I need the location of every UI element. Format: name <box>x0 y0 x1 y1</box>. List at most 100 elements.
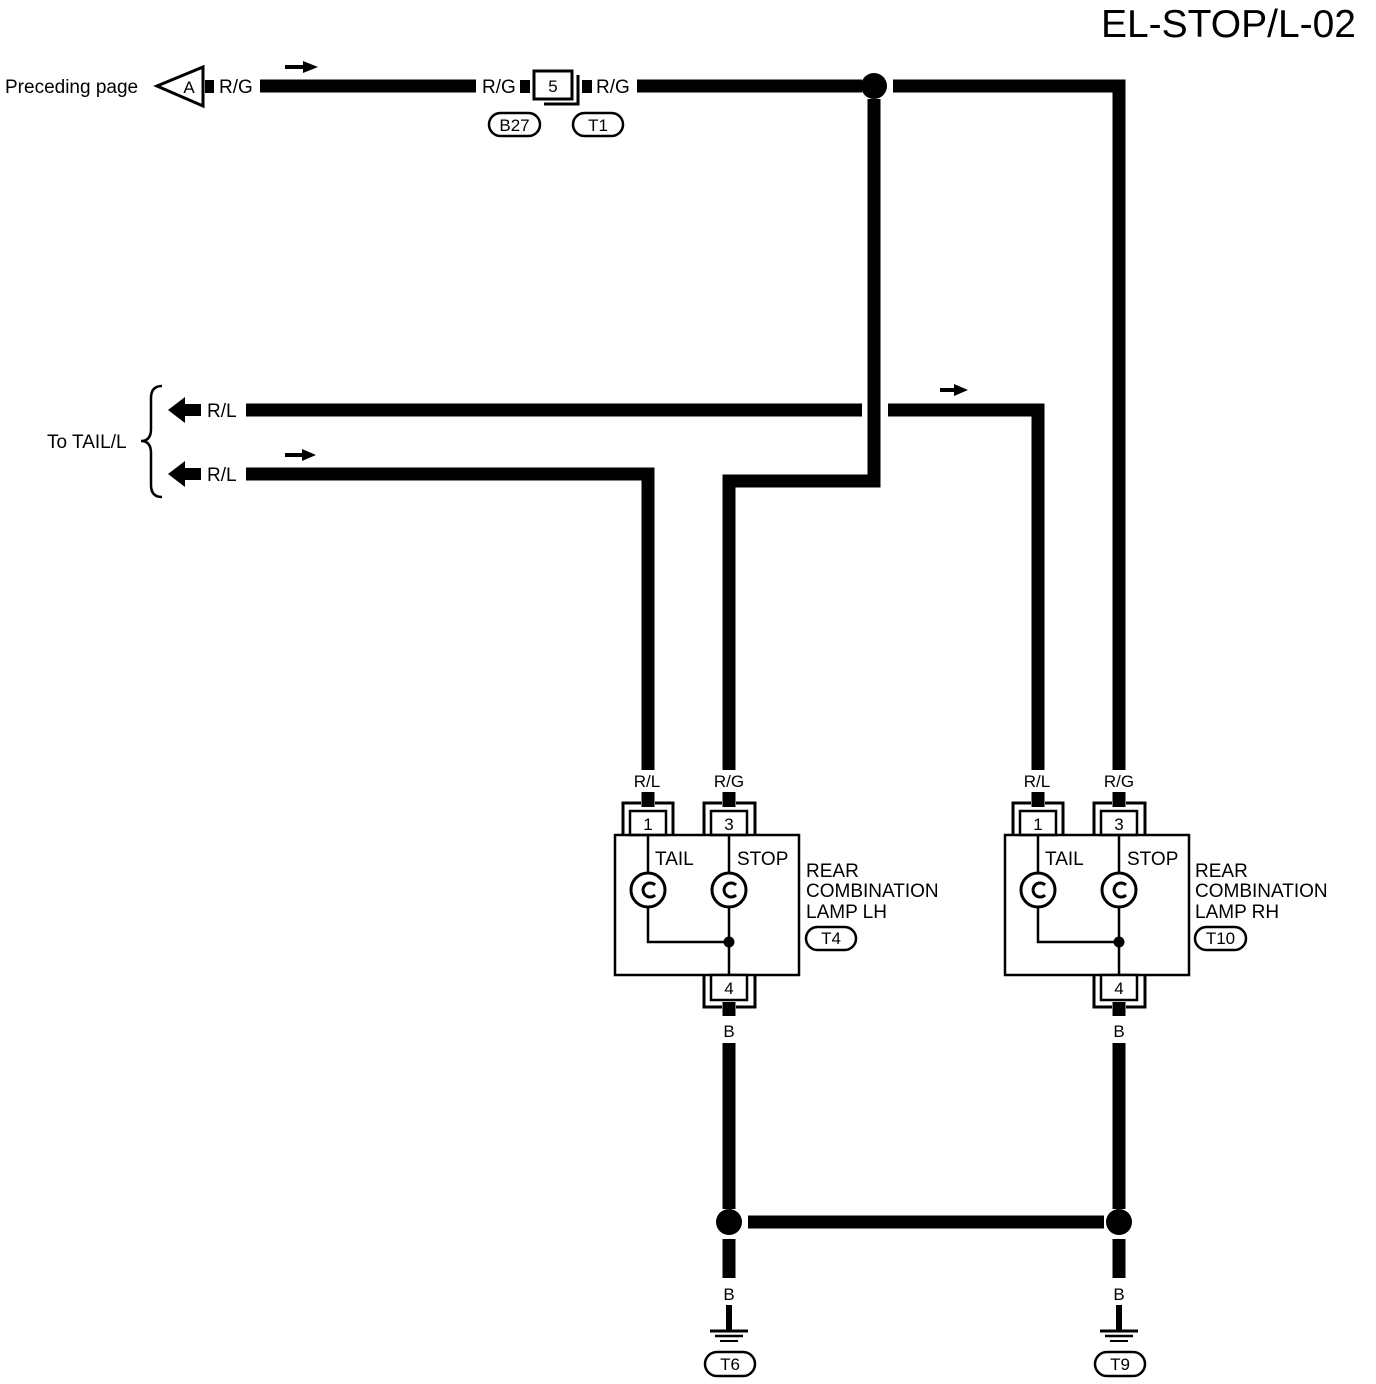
connector-id-label: T4 <box>821 929 841 948</box>
wire-stub <box>722 792 736 807</box>
rear-combination-lamp-rh: R/L R/G 1 3 TAIL STOP 4 REAR COMBINATION… <box>1003 772 1328 1041</box>
preceding-page-label: Preceding page <box>5 77 138 98</box>
wire-stub <box>1112 792 1126 807</box>
inline-connector-b27-t1: R/G 5 R/G B27 T1 <box>482 69 630 138</box>
wire-stub <box>641 792 655 807</box>
bulb-filament-icon <box>722 881 738 899</box>
off-page-arrow-left-icon <box>168 461 201 487</box>
ground-wire-color-label: B <box>723 1285 734 1304</box>
connector-terminal-box <box>532 69 574 101</box>
lamp-name-line: COMBINATION <box>806 881 939 902</box>
stop-wire-color-label: R/G <box>1104 772 1134 791</box>
connector-terminal-number: 5 <box>548 77 557 96</box>
lamp-name-line: LAMP RH <box>1195 902 1279 923</box>
wire-color-label: R/L <box>207 401 237 422</box>
rear-combination-lamp-lh: R/L R/G 1 3 TAIL STOP 4 REAR COMBINATION… <box>613 772 939 1041</box>
lamp-housing <box>613 833 801 977</box>
off-page-arrow-left-icon <box>168 397 201 423</box>
ground-wire-color-label: B <box>723 1022 734 1041</box>
ground-terminal-box <box>1099 973 1139 1002</box>
splice-junction <box>1106 1209 1132 1235</box>
feed-from-preceding-page: Preceding page A R/G <box>5 61 476 109</box>
bulb-filament-icon <box>1112 881 1128 899</box>
tail-terminal-box <box>1018 809 1058 837</box>
stop-terminal-box <box>709 809 749 837</box>
connector-id-badge <box>487 111 542 138</box>
to-tail-lamp-label: To TAIL/L <box>47 432 127 453</box>
wire-stub <box>1031 792 1045 807</box>
lamp-housing <box>1003 833 1191 977</box>
bulb-filament-icon <box>1031 881 1047 899</box>
ground-rh: B T9 <box>1093 1043 1147 1378</box>
tail-wire-color-label: R/L <box>1024 772 1050 791</box>
splice-junction <box>716 1209 742 1235</box>
ground-wire-color-label: B <box>1113 1285 1124 1304</box>
stop-bulb-label: STOP <box>1127 849 1178 870</box>
wire-rl-to-lh-tail <box>246 467 655 770</box>
wire-stub <box>722 1002 736 1016</box>
stop-terminal-number: 3 <box>724 815 733 834</box>
page-title: EL-STOP/L-02 <box>1101 3 1356 46</box>
current-direction-arrow-icon <box>940 384 968 396</box>
stop-terminal-number: 3 <box>1114 815 1123 834</box>
stop-bulb-icon <box>710 871 748 909</box>
off-page-connector-triangle-icon <box>153 64 205 109</box>
bulb-filament-icon <box>641 881 657 899</box>
wire-rg-to-lh-stop <box>722 99 881 770</box>
ground-terminal-number: 4 <box>724 979 733 998</box>
lamp-name-line: LAMP LH <box>806 902 887 923</box>
terminal-housing <box>702 801 757 835</box>
wire-stub <box>1112 1002 1126 1016</box>
tail-terminal-number: 1 <box>1033 815 1042 834</box>
wire-color-label: R/L <box>207 465 237 486</box>
terminal-housing <box>1011 801 1065 835</box>
stop-lamp-feed-wiring <box>637 73 1126 770</box>
connector-id-label: T1 <box>588 116 608 135</box>
lamp-name-line: REAR <box>1195 861 1248 882</box>
ground-id-label: T6 <box>720 1355 740 1374</box>
connector-id-badge <box>1193 925 1248 952</box>
terminal-housing <box>702 975 757 1009</box>
off-page-connector-letter: A <box>183 78 195 97</box>
terminal-mark <box>205 80 214 93</box>
ground-lh: B T6 <box>703 1043 757 1378</box>
connector-id-badge <box>571 111 625 138</box>
internal-junction-dot <box>1113 936 1125 948</box>
tail-bulb-label: TAIL <box>655 849 694 870</box>
lamp-name-line: COMBINATION <box>1195 881 1328 902</box>
stop-wire-color-label: R/G <box>714 772 744 791</box>
internal-wire <box>646 907 729 944</box>
tail-bulb-icon <box>1019 871 1057 909</box>
tail-bulb-icon <box>629 871 667 909</box>
current-direction-arrow-icon <box>285 449 316 461</box>
terminal-housing <box>1092 975 1147 1009</box>
wire-rl-to-rh-tail <box>888 403 1045 770</box>
connector-id-label: B27 <box>499 116 529 135</box>
ground-id-badge <box>703 1350 757 1378</box>
splice-junction <box>861 73 887 99</box>
wire-rg-to-rh-stop <box>893 79 1126 770</box>
connector-id-badge <box>804 925 858 952</box>
stop-terminal-box <box>1099 809 1139 837</box>
tail-terminal-number: 1 <box>643 815 652 834</box>
connector-housing-bracket <box>544 75 580 106</box>
tail-bulb-label: TAIL <box>1045 849 1084 870</box>
ground-terminal-box <box>709 973 749 1002</box>
ground-terminal-number: 4 <box>1114 979 1123 998</box>
brace <box>140 384 163 499</box>
wire-color-label: R/G <box>482 77 516 98</box>
ground-wire-color-label: B <box>1113 1022 1124 1041</box>
terminal-housing <box>621 801 675 835</box>
lamp-name-line: REAR <box>806 861 859 882</box>
stop-bulb-label: STOP <box>737 849 788 870</box>
wire-color-label: R/G <box>219 77 253 98</box>
ground-id-badge <box>1093 1350 1147 1378</box>
terminal-housing <box>1092 801 1147 835</box>
ground-id-label: T9 <box>1110 1355 1130 1374</box>
wire-color-label: R/G <box>596 77 630 98</box>
tail-wire-color-label: R/L <box>634 772 660 791</box>
connector-id-label: T10 <box>1206 929 1235 948</box>
internal-wire <box>1036 907 1119 944</box>
terminal-mark <box>520 80 530 93</box>
